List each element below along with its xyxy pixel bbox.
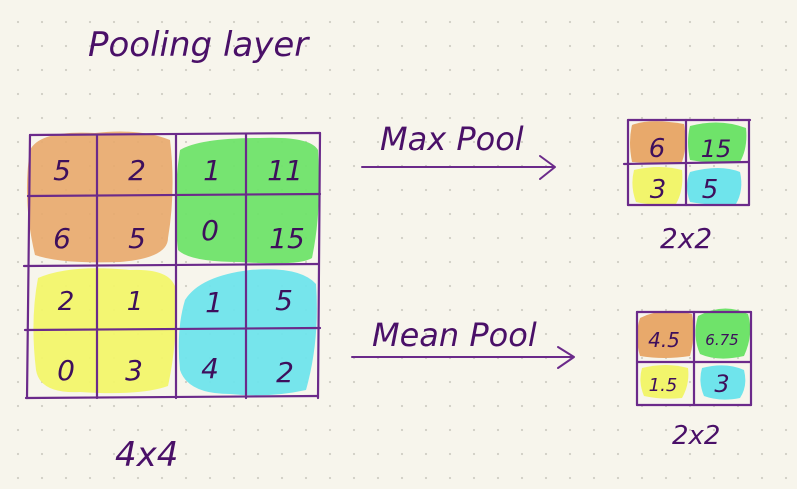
- max-pool-label: Max Pool: [380, 120, 524, 158]
- input-grid-lines: [22, 131, 322, 400]
- input-cell-r0c1: 2: [128, 154, 146, 187]
- mean-pool-output-grid: 4.5 6.75 1.5 3: [635, 308, 753, 407]
- input-grid: 5 2 1 11 6 5 0 15 2 1 1 5 0 3 4 2: [22, 131, 322, 400]
- input-cell-r3c0: 0: [57, 354, 75, 387]
- mean-pool-cell-highlight-green: [695, 308, 751, 359]
- input-cell-r1c2: 0: [201, 214, 219, 247]
- max-pool-grid-lines: [622, 118, 752, 207]
- input-cell-r2c1: 1: [127, 287, 144, 317]
- page-title: Pooling layer: [88, 25, 310, 65]
- max-pool-cell-highlight-green: [688, 122, 747, 163]
- mean-pool-cell-r0c0: 4.5: [648, 328, 680, 352]
- input-cell-r1c3: 15: [269, 222, 305, 255]
- mean-pool-cell-highlight-orange: [637, 310, 694, 358]
- max-pool-size-label: 2x2: [660, 222, 712, 255]
- input-cell-r3c1: 3: [125, 354, 143, 387]
- mean-pool-operation: Mean Pool: [351, 316, 575, 369]
- input-cell-r0c3: 11: [267, 154, 303, 187]
- input-cell-r0c0: 5: [53, 154, 71, 187]
- input-cells: 5 2 1 11 6 5 0 15 2 1 1 5 0 3 4 2: [53, 154, 305, 389]
- max-pool-cell-r0c0: 6: [649, 134, 666, 164]
- max-pool-cell-highlight-cyan: [687, 168, 742, 205]
- max-pool-output-grid: 6 15 3 5: [622, 118, 752, 207]
- input-cell-r2c2: 1: [205, 286, 223, 319]
- max-pool-arrow: [361, 155, 556, 180]
- mean-pool-cell-r1c1: 3: [714, 370, 729, 398]
- mean-pool-arrow: [351, 346, 575, 369]
- mean-pool-cell-highlight-yellow: [640, 365, 689, 399]
- max-pool-cell-highlight-yellow: [632, 167, 683, 205]
- max-pool-cell-highlight-orange: [630, 121, 686, 163]
- input-cell-r3c3: 2: [276, 356, 294, 389]
- max-pool-cell-r0c1: 15: [701, 135, 732, 163]
- input-cell-r1c1: 5: [128, 222, 146, 255]
- max-pool-operation: Max Pool: [361, 120, 556, 180]
- input-cell-r0c2: 1: [203, 154, 221, 187]
- max-pool-cell-r1c1: 5: [702, 175, 719, 205]
- quadrant-top-left-highlight: [26, 131, 173, 263]
- max-pool-cell-r1c0: 3: [650, 175, 667, 205]
- input-cell-r2c3: 5: [275, 284, 293, 317]
- quadrant-top-right-highlight: [175, 137, 320, 264]
- input-size-label: 4x4: [115, 435, 178, 475]
- input-cell-r3c2: 4: [201, 352, 219, 385]
- input-cell-r1c0: 6: [53, 222, 71, 255]
- mean-pool-cell-r0c1: 6.75: [705, 331, 738, 349]
- quadrant-bottom-left-highlight: [33, 268, 177, 394]
- mean-pool-size-label: 2x2: [672, 421, 720, 451]
- quadrant-bottom-right-highlight: [178, 269, 317, 396]
- mean-pool-cell-highlight-cyan: [700, 365, 746, 400]
- mean-pool-cell-r1c0: 1.5: [649, 375, 678, 396]
- input-cell-r2c0: 2: [58, 287, 75, 317]
- mean-pool-grid-lines: [635, 310, 753, 407]
- mean-pool-label: Mean Pool: [372, 316, 537, 354]
